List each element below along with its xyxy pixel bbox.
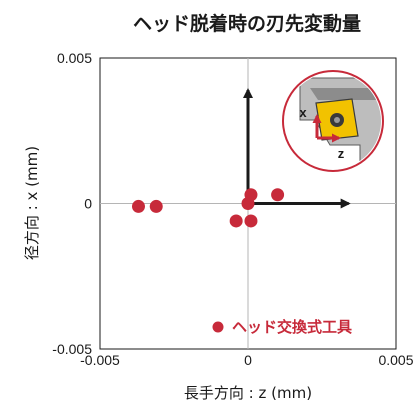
y-tick-label: -0.005 [52, 341, 92, 357]
y-axis-label: 径方向 : x (mm) [23, 146, 41, 260]
legend-label: ヘッド交換式工具 [232, 318, 352, 336]
x-axis-label: 長手方向 : z (mm) [184, 384, 312, 402]
x-tick-label: 0 [244, 352, 252, 368]
y-tick-label: 0.005 [57, 50, 92, 66]
data-point [241, 197, 255, 210]
x-tick-label: -0.005 [80, 352, 120, 368]
data-point [229, 214, 243, 228]
x-tick-label: 0.005 [378, 352, 413, 368]
y-tick-label: 0 [84, 196, 92, 212]
tool-inset: x z [282, 70, 384, 172]
holder-shading [310, 88, 381, 100]
inset-z-label: z [338, 146, 345, 161]
data-point [149, 199, 163, 213]
data-points [131, 188, 285, 228]
chart-title: ヘッド脱着時の刃先変動量 [133, 12, 361, 35]
data-point [131, 199, 145, 213]
data-point [271, 188, 285, 202]
legend: ヘッド交換式工具 [212, 318, 352, 336]
data-point [244, 214, 258, 228]
legend-marker [212, 321, 224, 333]
inset-x-label: x [299, 105, 307, 120]
